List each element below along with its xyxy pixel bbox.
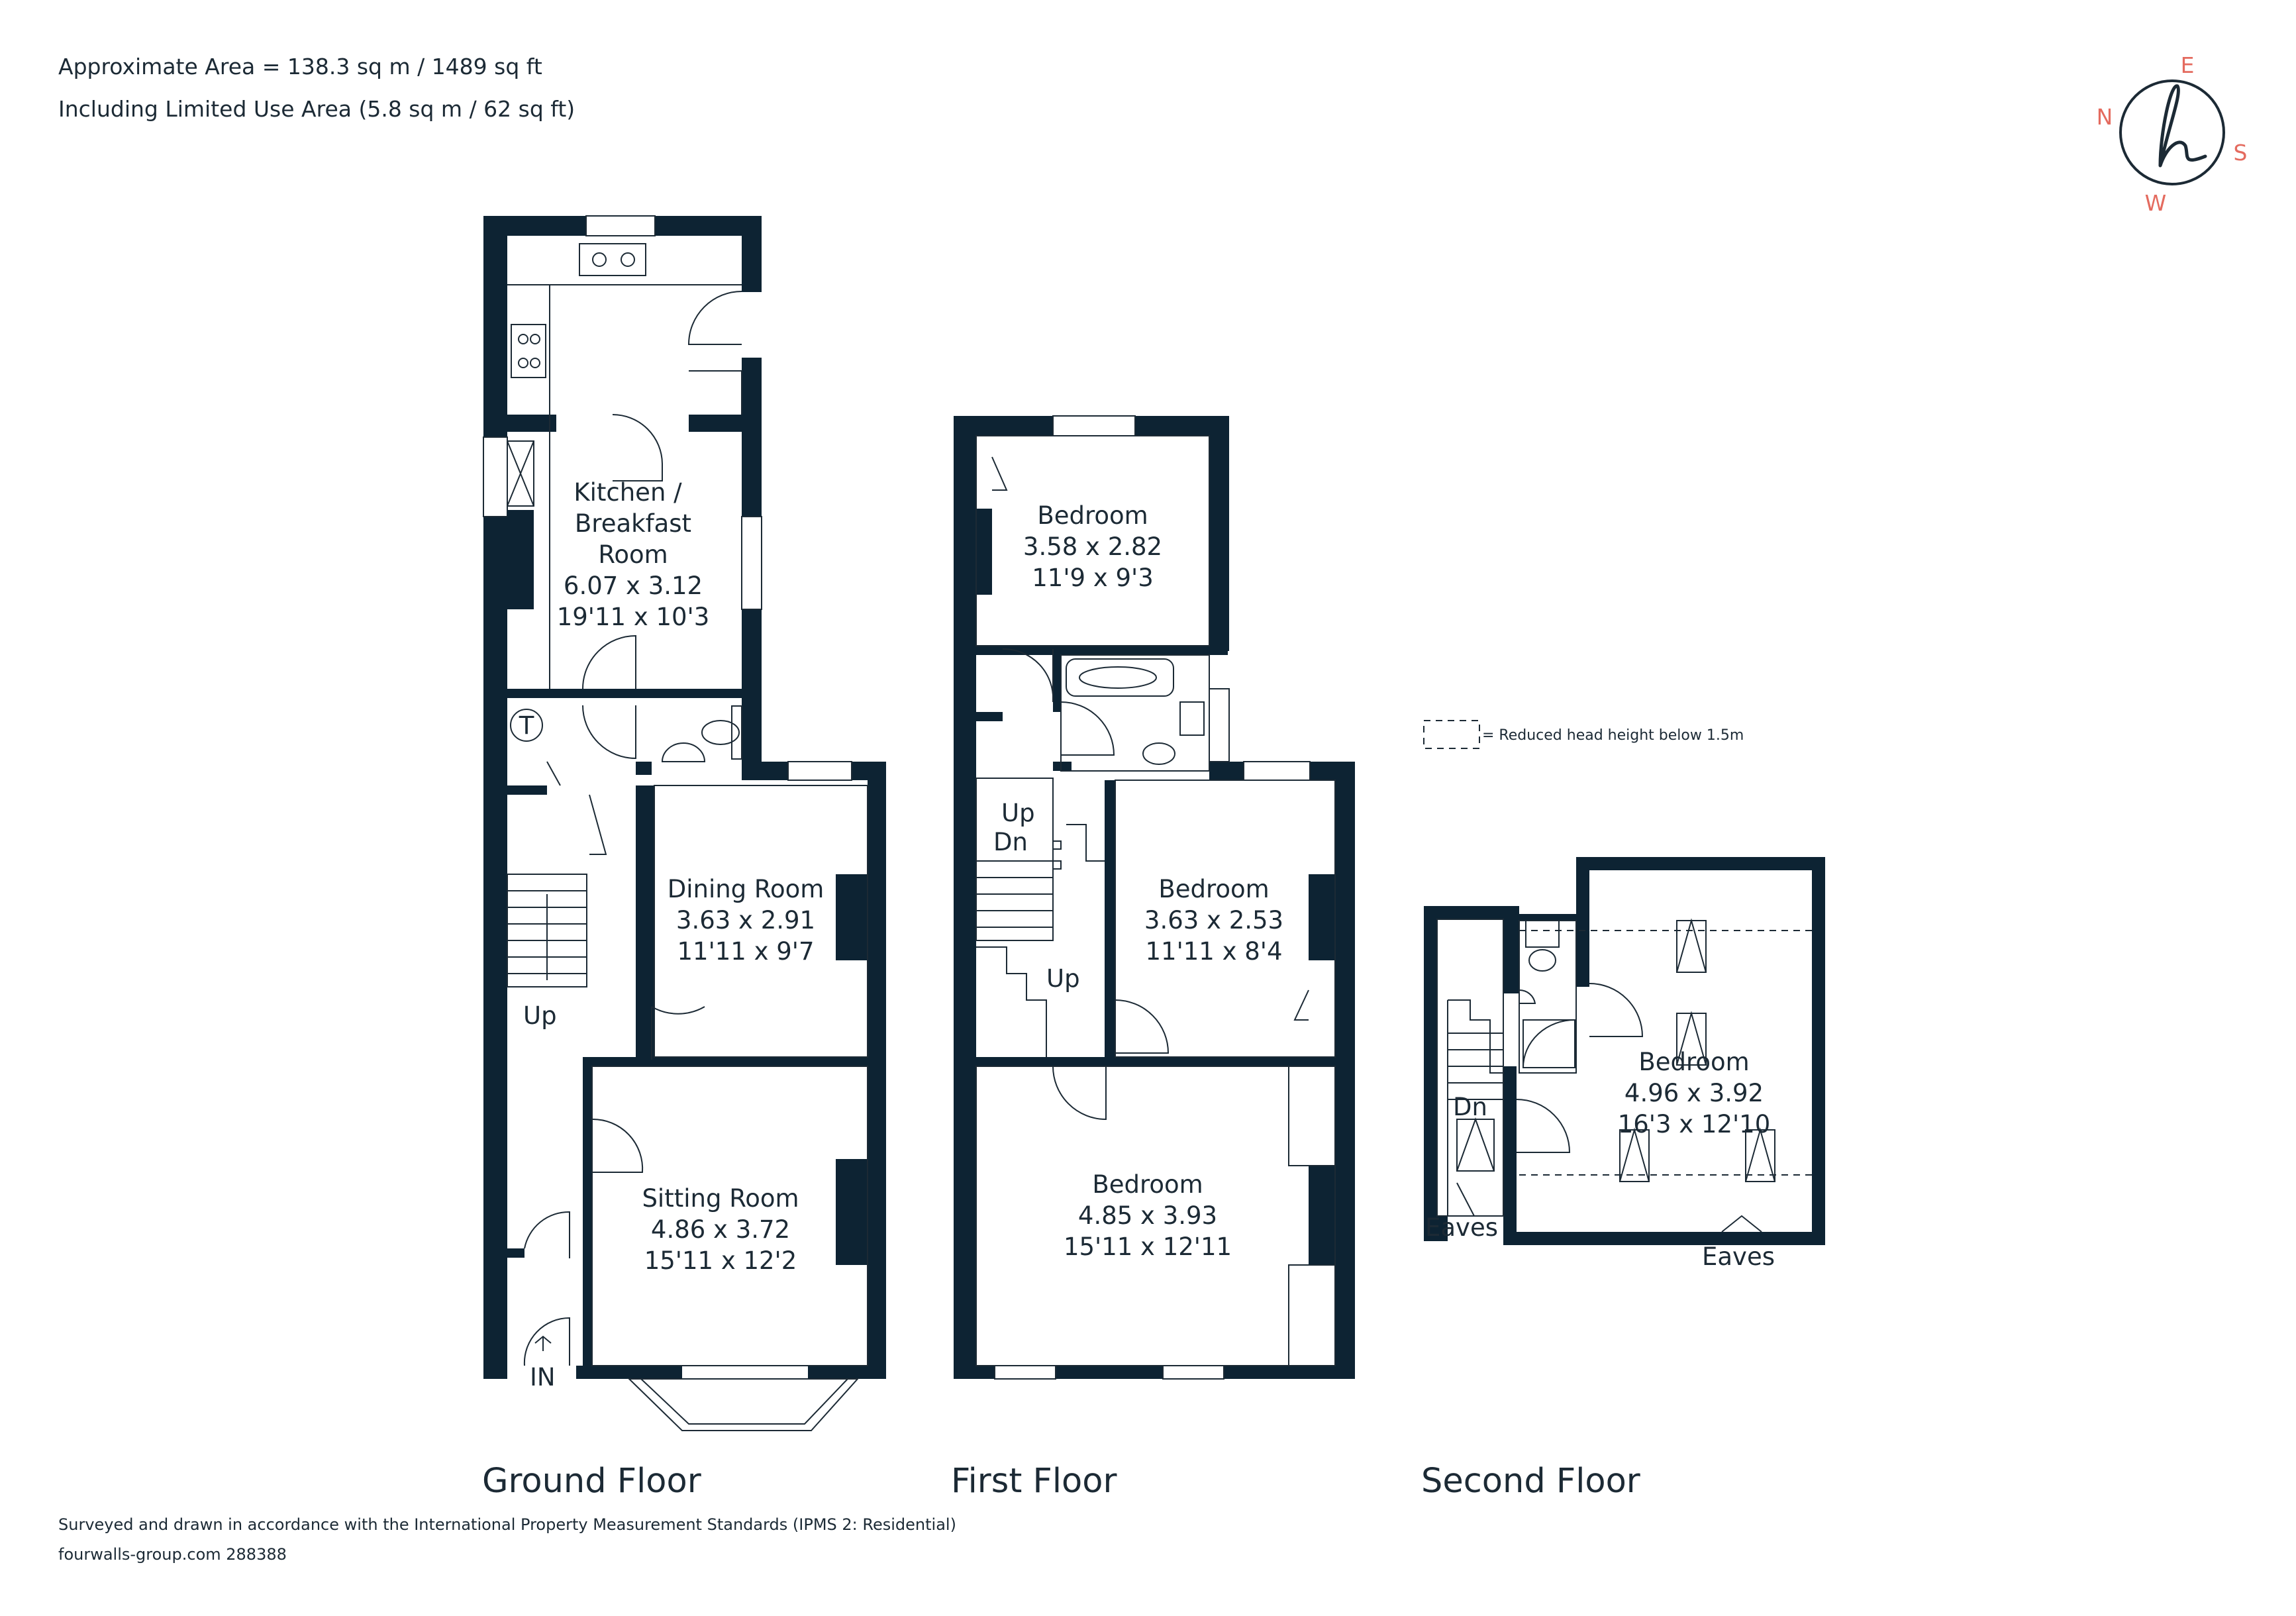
first-stairs-dn-label: Dn: [993, 828, 1028, 856]
kitchen-imperial: 19'11 x 10'3: [557, 603, 710, 631]
kitchen-name-1: Kitchen /: [574, 478, 682, 507]
second-stairs: [1447, 999, 1503, 1216]
sitting-imperial: 15'11 x 12'2: [644, 1246, 797, 1275]
kitchen-name-2: Breakfast: [575, 509, 691, 538]
kitchen-name-3: Room: [598, 540, 668, 569]
ground-stairs: [507, 874, 587, 987]
boiler-label: T: [519, 711, 534, 740]
dining-name: Dining Room: [668, 875, 824, 903]
eaves-label-2: Eaves: [1702, 1242, 1775, 1271]
second-bed-imperial: 16'3 x 12'10: [1618, 1110, 1771, 1138]
compass-south: S: [2234, 140, 2248, 166]
second-bed-metric: 4.96 x 3.92: [1624, 1079, 1764, 1107]
first-stairs: [975, 778, 1105, 1057]
compass-east: E: [2181, 52, 2195, 78]
head-height-key: = Reduced head height below 1.5m: [1423, 720, 1744, 749]
key-text: = Reduced head height below 1.5m: [1482, 727, 1744, 744]
ground-stairs-up-label: Up: [523, 1001, 557, 1030]
entrance-label: IN: [530, 1363, 556, 1391]
first-bed2-name: Bedroom: [1158, 875, 1269, 903]
eaves-label-1: Eaves: [1425, 1213, 1498, 1242]
first-bed3-metric: 4.85 x 3.93: [1078, 1201, 1217, 1230]
sitting-metric: 4.86 x 3.72: [651, 1215, 790, 1244]
compass-north: N: [2097, 104, 2113, 130]
footer-standards: Surveyed and drawn in accordance with th…: [58, 1515, 956, 1534]
first-bed2-metric: 3.63 x 2.53: [1144, 906, 1283, 934]
second-stairs-dn-label: Dn: [1453, 1093, 1487, 1121]
limited-area-text: Including Limited Use Area (5.8 sq m / 6…: [58, 96, 575, 122]
ground-floor-title: Ground Floor: [482, 1462, 701, 1501]
first-bed1-metric: 3.58 x 2.82: [1023, 532, 1162, 561]
second-floor-plan: [1424, 857, 1825, 1245]
dining-imperial: 11'11 x 9'7: [677, 937, 814, 966]
first-floor-title: First Floor: [951, 1462, 1117, 1501]
first-bed2-imperial: 11'11 x 8'4: [1145, 937, 1282, 966]
compass-west: W: [2145, 190, 2167, 216]
ground-floor-plan: T: [483, 215, 886, 1431]
second-floor-title: Second Floor: [1421, 1462, 1640, 1501]
first-stairs-up-label: Up: [1001, 799, 1035, 827]
kitchen-metric: 6.07 x 3.12: [564, 572, 703, 600]
first-floor-plan: [954, 415, 1355, 1380]
area-text: Approximate Area = 138.3 sq m / 1489 sq …: [58, 54, 542, 79]
dining-metric: 3.63 x 2.91: [676, 906, 815, 934]
first-stairs-up2-label: Up: [1046, 964, 1080, 993]
first-bed3-imperial: 15'11 x 12'11: [1064, 1233, 1232, 1261]
sitting-name: Sitting Room: [642, 1184, 799, 1213]
first-bed1-imperial: 11'9 x 9'3: [1032, 564, 1153, 592]
compass-logo: E N S W: [2097, 52, 2248, 216]
footer-website: fourwalls-group.com 288388: [58, 1545, 287, 1564]
first-bed1-name: Bedroom: [1037, 501, 1148, 530]
first-bed3-name: Bedroom: [1092, 1170, 1203, 1199]
second-bed-name: Bedroom: [1638, 1048, 1749, 1076]
